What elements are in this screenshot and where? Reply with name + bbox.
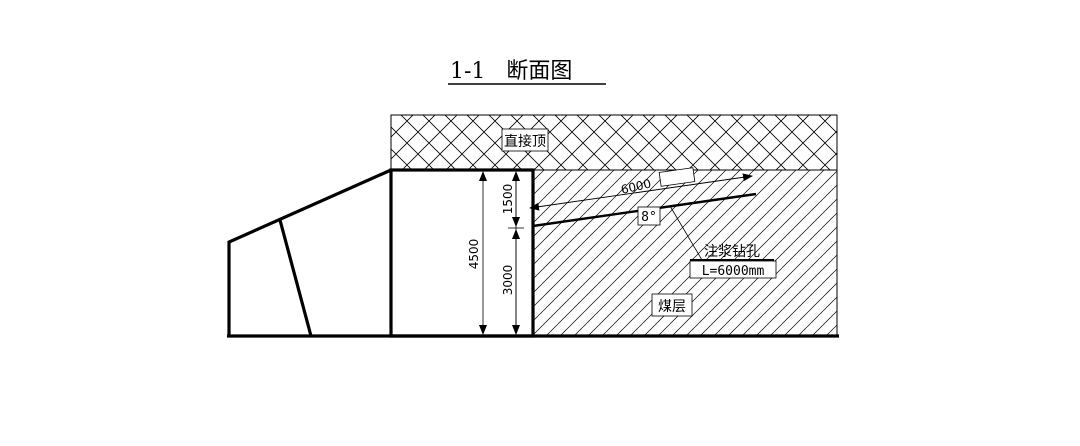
angle-label: 8°	[641, 210, 657, 225]
grout-hole-leader	[669, 205, 774, 261]
coal-seam-label-box	[651, 293, 693, 317]
roof-label: 直接顶	[504, 133, 546, 150]
support-structure	[227, 168, 392, 337]
roof-label-box	[501, 128, 549, 152]
roof-stratum: 直接顶	[390, 114, 838, 171]
drill-length-label: 6000	[620, 176, 653, 197]
angle-tag: 8°	[637, 206, 661, 226]
drill-length-tag: 6000	[620, 167, 696, 197]
hole-length-label: L=6000mm	[702, 264, 765, 279]
dimension-total-height-label: 4500	[467, 239, 481, 270]
dimension-upper-height-label: 1500	[501, 184, 515, 215]
dimension-split-height	[508, 171, 524, 335]
grout-hole-label: 注浆钻孔	[704, 244, 760, 260]
drawing-title: 1-1 断面图	[450, 59, 572, 84]
hole-length-box	[689, 260, 777, 279]
dimension-lower-height-label: 3000	[501, 265, 515, 296]
coal-seam-label: 煤层	[658, 299, 686, 315]
